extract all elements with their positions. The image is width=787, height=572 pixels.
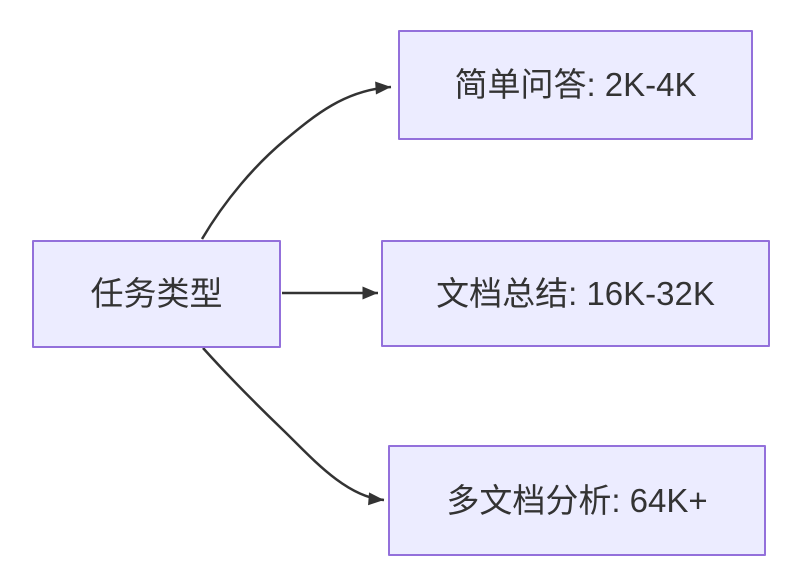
node-simple-qa-label: 简单问答: 2K-4K [454, 66, 697, 104]
edge-root-to-simple-qa [200, 81, 392, 240]
node-multi-doc-label: 多文档分析: 64K+ [446, 481, 708, 519]
node-multi-doc: 多文档分析: 64K+ [388, 445, 766, 556]
node-doc-summary-label: 文档总结: 16K-32K [436, 274, 715, 312]
edge-root-to-multi-doc [202, 347, 385, 506]
node-task-type-label: 任务类型 [90, 275, 223, 313]
node-doc-summary: 文档总结: 16K-32K [381, 240, 770, 347]
node-simple-qa: 简单问答: 2K-4K [398, 30, 753, 140]
node-task-type: 任务类型 [32, 240, 281, 348]
